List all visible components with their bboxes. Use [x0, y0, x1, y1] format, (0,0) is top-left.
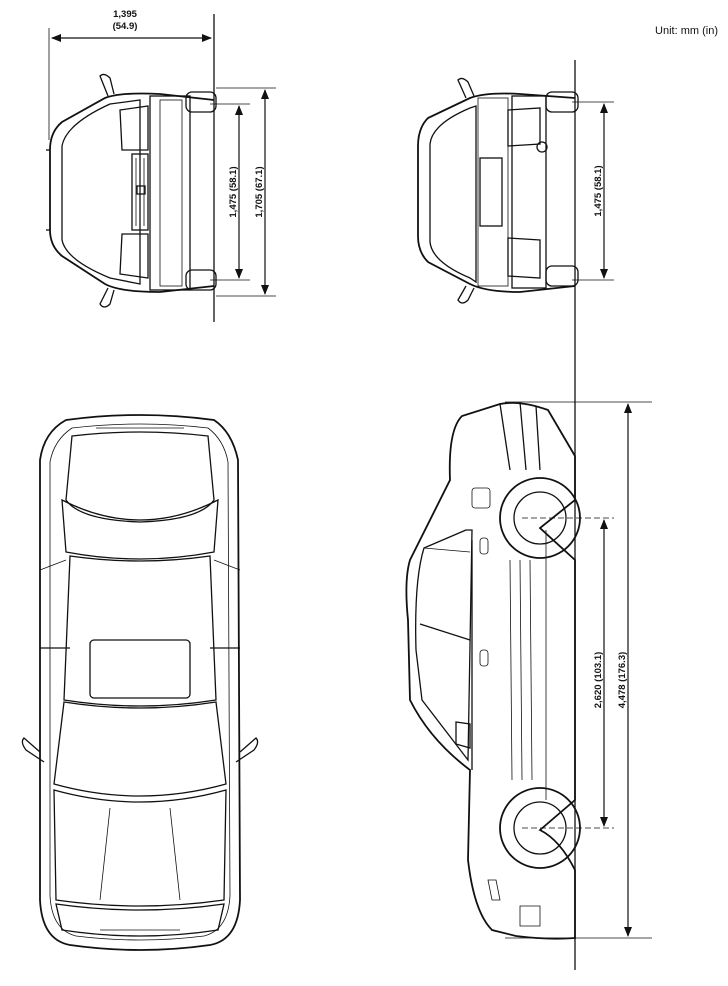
- side-fuel-door: [471, 487, 491, 509]
- top-roof: [63, 555, 217, 707]
- side-view: [405, 401, 581, 970]
- side-door-handle-rear: [479, 537, 489, 555]
- side-front-bumper-detail: [519, 905, 541, 927]
- top-body-outline: [39, 414, 241, 951]
- dimension-overall-height: 1,395 (54.9): [51, 9, 212, 42]
- dimension-rear-track: 1,475 (58.1): [572, 101, 614, 281]
- rear-mirror-bottom: [457, 285, 475, 304]
- top-rear-window: [61, 498, 219, 560]
- front-mirror-top: [99, 73, 115, 97]
- top-front-bumper: [55, 903, 225, 937]
- side-mirror: [455, 721, 471, 749]
- front-grille: [131, 153, 149, 231]
- front-mirror-bottom: [99, 287, 115, 308]
- rear-bumper: [511, 95, 547, 289]
- overall-height-mm: 1,395: [113, 9, 137, 20]
- front-bumper-inner: [159, 99, 183, 287]
- front-view: [46, 14, 217, 322]
- front-headlight-bottom: [119, 233, 149, 279]
- front-body-outline: [49, 92, 215, 293]
- top-mirror-right: [235, 737, 259, 763]
- rear-taillight-top: [507, 107, 541, 147]
- rear-trunk: [477, 97, 509, 287]
- front-tread-label: 1,475 (58.1): [228, 166, 239, 217]
- rear-body-outline: [417, 92, 576, 293]
- dimension-front-track: 1,475 (58.1) 1,705 (67.1): [210, 87, 276, 297]
- rear-wheel-bottom: [545, 265, 579, 287]
- side-rear-wheel-rim: [513, 491, 567, 545]
- unit-label: Unit: mm (in): [655, 25, 718, 37]
- side-marker-light: [487, 879, 501, 901]
- front-windshield: [61, 99, 141, 285]
- wheelbase-label: 2,620 (103.1): [593, 652, 604, 709]
- top-view: [21, 414, 259, 951]
- rear-license-plate: [479, 157, 503, 227]
- front-emblem: [136, 185, 146, 195]
- top-hood: [53, 789, 227, 907]
- side-window-area: [415, 529, 473, 762]
- rear-taillight-bottom: [507, 237, 541, 279]
- top-sunroof: [89, 639, 191, 699]
- rear-fuel-cap: [536, 141, 548, 153]
- dimension-side: 2,620 (103.1) 4,478 (176.3): [505, 401, 652, 939]
- side-trunk-lines: [499, 401, 541, 471]
- top-windshield: [53, 701, 227, 797]
- top-mirror-left: [21, 737, 45, 763]
- side-body-outline: [405, 401, 576, 940]
- side-door-handle-front: [479, 649, 489, 667]
- rear-tread-label: 1,475 (58.1): [593, 165, 604, 216]
- front-bumper: [149, 95, 191, 291]
- rear-view: [417, 60, 579, 402]
- rear-window: [429, 105, 477, 284]
- front-headlight-top: [119, 105, 149, 151]
- overall-length-label: 4,478 (176.3): [617, 652, 628, 709]
- front-wheel-top: [185, 91, 217, 113]
- overall-width-label: 1,705 (67.1): [254, 166, 265, 217]
- top-trunk-lid: [65, 431, 215, 523]
- rear-mirror-top: [457, 77, 475, 99]
- top-body-inner: [49, 423, 231, 941]
- overall-height-in: (54.9): [113, 21, 138, 32]
- side-front-wheel-rim: [513, 801, 567, 855]
